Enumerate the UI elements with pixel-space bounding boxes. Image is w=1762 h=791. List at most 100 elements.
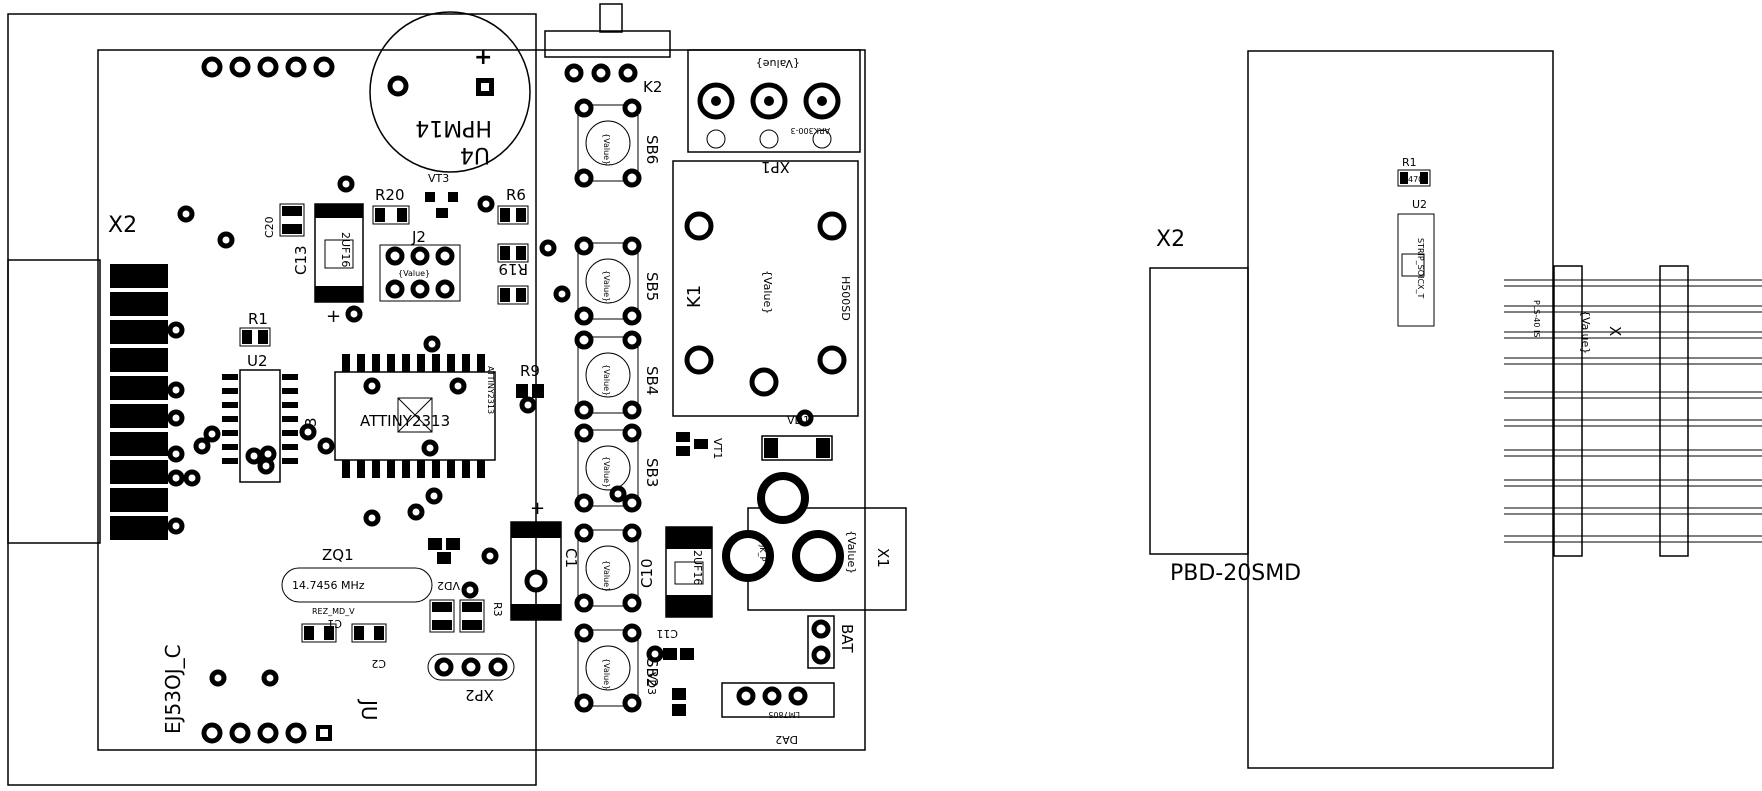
r3-pad (432, 602, 452, 612)
xp1-screw (812, 129, 832, 149)
c20-body (279, 203, 305, 237)
xp1-part: ARK300-3 (790, 126, 830, 135)
via (363, 377, 381, 395)
xp2-pad (488, 657, 508, 677)
via (553, 285, 571, 303)
sb5-value: {Value} (602, 270, 611, 302)
da2-pad (762, 686, 782, 706)
u3-pin (402, 460, 410, 478)
header-pad (285, 56, 307, 78)
cap-center-pad (511, 522, 561, 538)
board-name-group: EJ53OJ_C (161, 644, 185, 734)
x2-pad (110, 376, 168, 400)
zq1-label: ZQ1 (322, 546, 354, 564)
transistor-vt1: VT1 (676, 432, 724, 459)
vt3-pad (436, 208, 448, 218)
button-sb5: SB5 {Value} (574, 236, 661, 326)
u2-body (239, 369, 281, 483)
via (421, 439, 439, 457)
c11-via (646, 645, 664, 663)
k2-label: K2 (643, 78, 662, 96)
right-board: X2 PBD-20SMD R1 470 U2 STRIP_SOICX_T (1149, 50, 1762, 769)
capacitor-c20: C20 (263, 203, 305, 238)
k1-pad (817, 345, 847, 375)
resistor-r9: R9 (516, 362, 544, 398)
xr-value: {Value} (1579, 310, 1592, 354)
r-mid-pad (516, 246, 526, 260)
k1-pad (684, 211, 714, 241)
x2-pad (110, 292, 168, 316)
via (337, 175, 355, 193)
u3-part: ATTINY2313 (360, 412, 450, 430)
c13-val: 2UF16 (339, 232, 352, 267)
r-low-body (497, 285, 529, 305)
k2-body (544, 30, 671, 58)
header-pad (285, 722, 307, 744)
c13-via (345, 305, 363, 323)
u2-pin (222, 444, 238, 450)
buzzer-outline (369, 11, 531, 173)
ju-label: JU (357, 698, 381, 721)
vd2-pad (428, 538, 442, 550)
sb1-body (577, 529, 639, 607)
u3-pin (417, 460, 425, 478)
header-bottom-pads (201, 722, 332, 744)
via (177, 205, 195, 223)
sb6-pad (574, 98, 594, 118)
header-xp2: XP2 (427, 653, 515, 704)
k1-pad (817, 211, 847, 241)
x2r-body (1149, 267, 1249, 555)
k2-pad (591, 63, 611, 83)
u3-pin (477, 460, 485, 478)
da2-pad (788, 686, 808, 706)
k2-pad (564, 63, 584, 83)
header-pad (229, 722, 251, 744)
header-pad (257, 722, 279, 744)
j2-pad (435, 246, 455, 266)
header-pad (257, 56, 279, 78)
connector-x2: X2 (7, 213, 168, 544)
header-x-right: X {Value} PLS-40 IS (1504, 265, 1762, 557)
sb2-label: SB2 (643, 658, 661, 687)
r6-pad (516, 208, 526, 222)
sb3-cap (585, 445, 631, 491)
resistor-r3: R3 (429, 599, 504, 633)
vd1-pad (816, 438, 830, 458)
via (423, 335, 441, 353)
u3-pin (432, 354, 440, 372)
r9-label: R9 (520, 362, 540, 380)
via (167, 381, 185, 399)
via (217, 231, 235, 249)
xp2-pad (434, 657, 454, 677)
u3-pin (462, 354, 470, 372)
buzzer-plus: + (474, 45, 492, 70)
vias (167, 175, 627, 687)
chip-u2-right: U2 STRIP_SOICX_T (1397, 198, 1435, 327)
r1r-pad (1400, 172, 1408, 184)
j2-pad (435, 279, 455, 299)
vt1-pad (676, 432, 690, 442)
sb5-label: SB5 (643, 272, 661, 301)
sb3-pad (622, 423, 642, 443)
c1-pad (304, 626, 314, 640)
c20-pad (282, 224, 302, 234)
header-pad (201, 722, 223, 744)
u3-pin (357, 460, 365, 478)
u2-pin (282, 458, 298, 464)
capacitor-c11: C11 (646, 627, 694, 663)
k1-label: K1 (684, 285, 705, 308)
vt1-pad (676, 446, 690, 456)
x2-pad (110, 348, 168, 372)
c20-pad (282, 206, 302, 216)
c13-pad (315, 286, 363, 302)
jack-x1: X1 {Value} JK_P (722, 472, 907, 611)
u2r-label: U2 (1412, 198, 1427, 211)
u2-pin (282, 416, 298, 422)
sb6-label: SB6 (643, 135, 661, 164)
via (193, 437, 211, 455)
buzzer-pad (387, 75, 409, 97)
sb6-pad (622, 168, 642, 188)
header-top-pads (201, 56, 335, 78)
r1r-val: 470 (1408, 175, 1423, 184)
